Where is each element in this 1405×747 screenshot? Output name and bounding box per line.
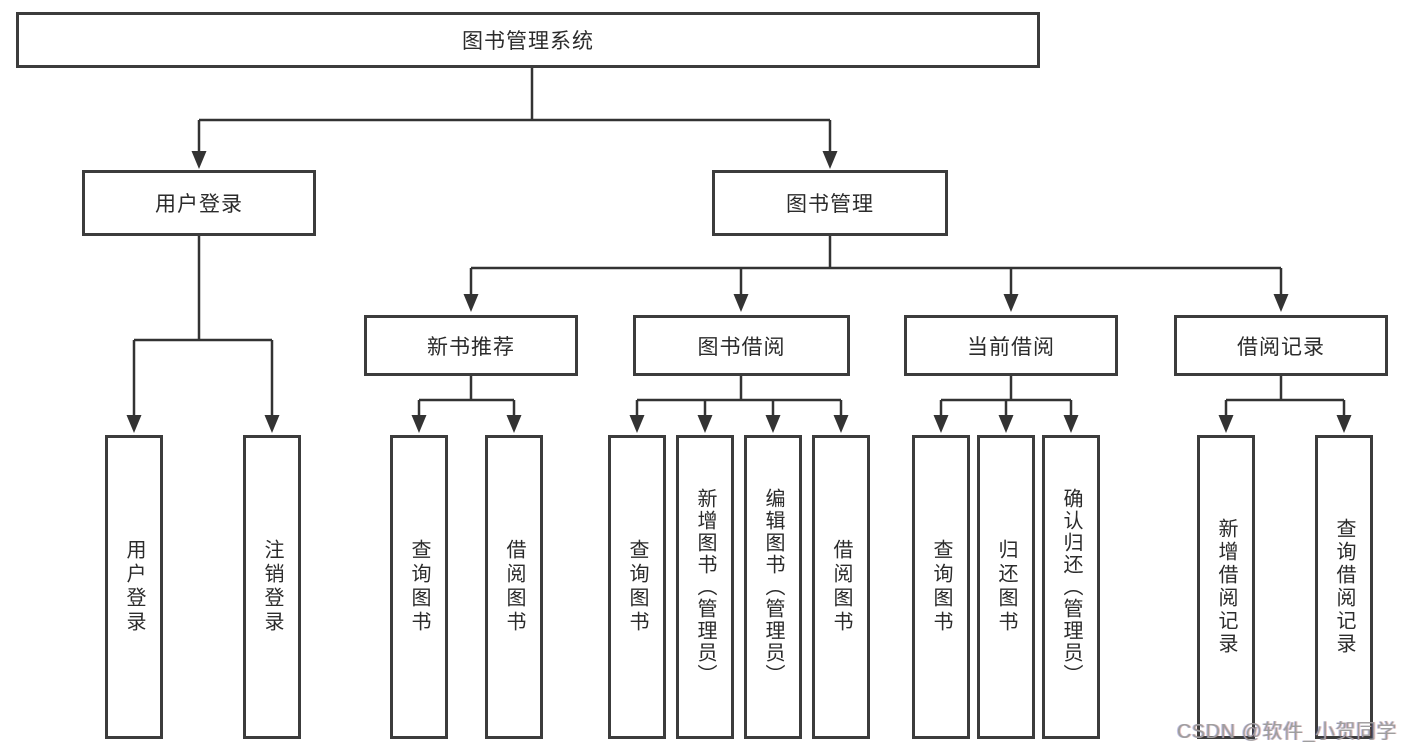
node-user-login: 用户登录 [82, 170, 316, 236]
node-borrow-records: 借阅记录 [1174, 315, 1388, 376]
leaf-edit-books-admin-label: 编辑图书（管理员） [762, 488, 784, 686]
csdn-watermark: CSDN @软件_小贺同学 [1176, 721, 1397, 743]
node-user-login-label: 用户登录 [155, 193, 243, 216]
leaf-query-books-borrow-label: 查询图书 [626, 539, 648, 635]
leaf-add-borrow-record-label: 新增借阅记录 [1215, 518, 1237, 656]
leaf-logout: 注销登录 [243, 435, 301, 739]
leaf-add-borrow-record: 新增借阅记录 [1197, 435, 1255, 739]
leaf-edit-books-admin: 编辑图书（管理员） [744, 435, 802, 739]
leaf-confirm-return-admin: 确认归还（管理员） [1042, 435, 1100, 739]
node-borrow-records-label: 借阅记录 [1237, 335, 1325, 359]
node-book-borrow: 图书借阅 [633, 315, 850, 376]
leaf-return-books: 归还图书 [977, 435, 1035, 739]
leaf-logout-label: 注销登录 [261, 539, 283, 635]
node-new-book-recommend-label: 新书推荐 [427, 335, 515, 359]
node-book-management-label: 图书管理 [786, 193, 874, 216]
leaf-confirm-return-admin-label: 确认归还（管理员） [1060, 488, 1082, 686]
leaf-return-books-label: 归还图书 [995, 539, 1017, 635]
leaf-user-login-label: 用户登录 [123, 539, 145, 635]
node-new-book-recommend: 新书推荐 [364, 315, 578, 376]
node-book-management: 图书管理 [712, 170, 948, 236]
leaf-query-borrow-record: 查询借阅记录 [1315, 435, 1373, 739]
leaf-query-books-borrow: 查询图书 [608, 435, 666, 739]
leaf-user-login: 用户登录 [105, 435, 163, 739]
leaf-add-books-admin-label: 新增图书（管理员） [694, 488, 716, 686]
leaf-borrow-books-recommend: 借阅图书 [485, 435, 543, 739]
leaf-add-books-admin: 新增图书（管理员） [676, 435, 734, 739]
leaf-borrow-books-recommend-label: 借阅图书 [503, 539, 525, 635]
node-current-borrow-label: 当前借阅 [967, 335, 1055, 359]
node-current-borrow: 当前借阅 [904, 315, 1118, 376]
leaf-query-books-recommend-label: 查询图书 [408, 539, 430, 635]
leaf-query-books-current: 查询图书 [912, 435, 970, 739]
node-book-borrow-label: 图书借阅 [697, 335, 786, 359]
node-root-label: 图书管理系统 [462, 30, 594, 53]
leaf-borrow-books-borrow: 借阅图书 [812, 435, 870, 739]
node-root: 图书管理系统 [16, 12, 1040, 68]
leaf-borrow-books-borrow-label: 借阅图书 [830, 539, 852, 635]
leaf-query-books-current-label: 查询图书 [930, 539, 952, 635]
leaf-query-books-recommend: 查询图书 [390, 435, 448, 739]
leaf-query-borrow-record-label: 查询借阅记录 [1333, 518, 1355, 656]
